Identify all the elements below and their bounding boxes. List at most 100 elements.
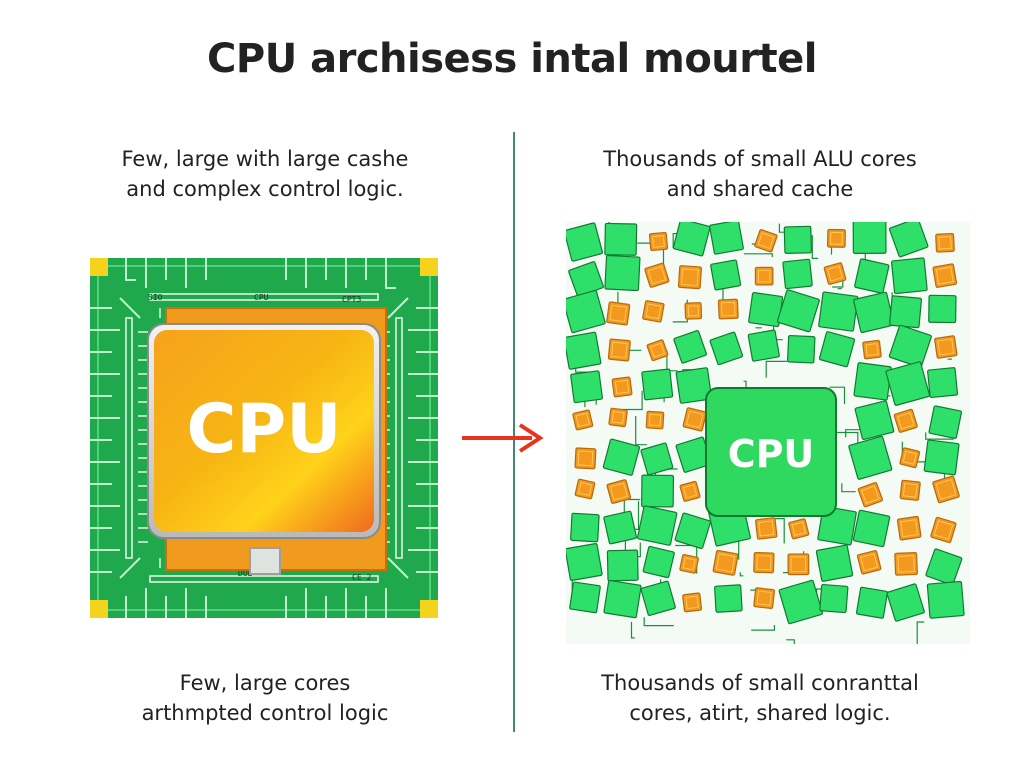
cache-cell	[755, 517, 778, 540]
cache-cell	[677, 265, 702, 290]
alu-core	[782, 258, 813, 290]
circuit-trace	[755, 327, 762, 329]
cache-cell	[893, 408, 918, 433]
circuit-trace	[811, 234, 819, 259]
pcb-traces	[90, 258, 438, 618]
cache-cell	[787, 553, 810, 576]
alu-core	[714, 584, 743, 613]
alu-core	[566, 289, 606, 334]
circuit-trace	[643, 617, 674, 627]
page-title: CPU archisess intal mourtel	[207, 36, 817, 82]
cache-cell	[646, 339, 669, 362]
right-bottom-caption-line-2: cores, atirt, shared logic.	[629, 701, 891, 725]
circuit-trace	[635, 416, 647, 446]
cache-cell	[682, 592, 703, 613]
circuit-trace	[751, 625, 775, 631]
corner-pad	[90, 600, 108, 618]
cache-cell	[642, 300, 665, 323]
cache-cell	[712, 549, 739, 576]
alu-core	[569, 581, 601, 614]
alu-core	[778, 579, 824, 625]
right-top-caption-line-2: and shared cache	[666, 177, 854, 201]
cache-cell	[899, 479, 921, 501]
cache-cell	[606, 479, 632, 504]
cache-cell	[934, 335, 958, 359]
left-bottom-caption: Few, large cores arthmpted control logic	[40, 668, 490, 728]
chip-notch	[249, 547, 281, 575]
cache-cell	[899, 447, 921, 469]
alu-core	[885, 361, 931, 406]
alu-core	[566, 222, 604, 262]
left-top-caption: Few, large with large cashe and complex …	[40, 144, 490, 204]
cache-cell	[753, 587, 776, 610]
cpu-die	[154, 330, 374, 532]
corner-pad	[420, 258, 438, 276]
cache-cell	[607, 338, 631, 362]
alu-core	[923, 439, 960, 476]
cache-cell	[682, 407, 707, 432]
alu-core	[604, 254, 641, 292]
cache-cell	[574, 478, 596, 500]
alu-core	[674, 512, 712, 550]
alu-core	[673, 330, 707, 364]
circuit-trace	[837, 287, 842, 290]
cache-cell	[717, 298, 739, 320]
right-top-caption: Thousands of small ALU cores and shared …	[530, 144, 990, 204]
alu-core	[747, 329, 780, 362]
right-arrow-icon	[462, 423, 544, 453]
right-top-caption-line-1: Thousands of small ALU cores	[603, 147, 917, 171]
alu-core	[709, 222, 744, 255]
alu-core	[890, 257, 928, 295]
alu-core	[819, 583, 849, 614]
left-bottom-caption-line-2: arthmpted control logic	[141, 701, 389, 725]
silk-label: SIO	[148, 293, 163, 302]
circuit-trace	[786, 639, 795, 644]
cache-cell	[788, 518, 810, 540]
alu-core	[606, 549, 639, 582]
left-chip-label: CPU	[187, 390, 342, 469]
circuit-trace	[925, 432, 954, 440]
alu-core	[848, 435, 893, 480]
alu-core	[852, 222, 887, 254]
left-top-caption-line-1: Few, large with large cashe	[121, 147, 409, 171]
core-grid-illustration: CPU	[566, 222, 970, 644]
alu-core	[855, 586, 889, 619]
left-top-caption-line-2: and complex control logic.	[126, 177, 404, 201]
cache-cell	[935, 232, 955, 253]
circuit-trace	[833, 431, 859, 444]
alu-core	[886, 583, 925, 622]
alu-core	[852, 509, 891, 548]
central-cpu-block: CPU	[705, 387, 837, 517]
alu-core	[927, 367, 959, 399]
alu-core	[888, 222, 929, 258]
cache-cell	[679, 554, 699, 574]
cache-cell	[608, 407, 628, 428]
cache-cell	[753, 551, 775, 574]
circuit-trace	[845, 429, 862, 438]
cache-cell	[856, 550, 882, 575]
alu-core	[818, 331, 856, 368]
chip-pins	[125, 293, 403, 583]
alu-core	[853, 362, 892, 401]
cache-cell	[645, 410, 665, 430]
alu-core	[783, 225, 813, 255]
cache-cell	[606, 301, 631, 326]
circuit-trace	[916, 621, 925, 644]
silk-label: CE 2	[352, 573, 371, 582]
cache-cell	[754, 229, 778, 253]
alu-core	[786, 334, 816, 364]
cache-cell	[896, 515, 922, 541]
alu-core	[710, 259, 742, 291]
alu-core	[888, 324, 932, 368]
silk-label: CPT3	[342, 295, 361, 304]
alu-core	[641, 368, 674, 401]
alu-core	[854, 400, 895, 441]
alu-core	[566, 543, 603, 581]
alu-core	[570, 370, 603, 404]
cache-cell	[574, 447, 597, 470]
circuit-trace	[739, 572, 744, 577]
alu-core	[928, 294, 957, 324]
alu-core	[925, 548, 963, 586]
alu-core	[854, 258, 890, 294]
cache-cell	[679, 480, 701, 502]
